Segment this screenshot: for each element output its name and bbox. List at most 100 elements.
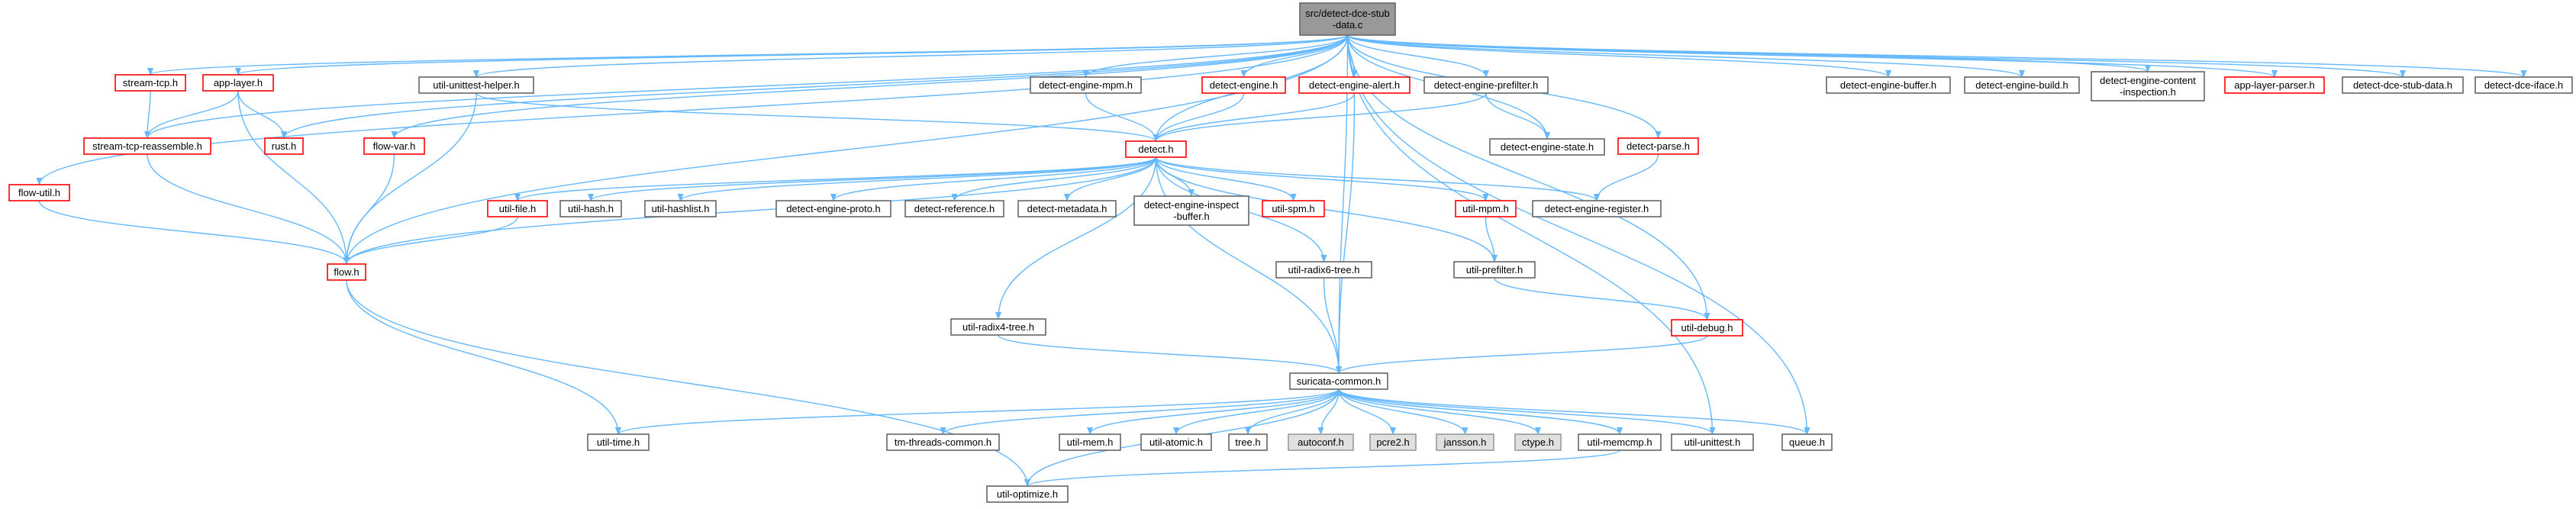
node-util-memcmp-h[interactable]: util-memcmp.h <box>1578 433 1662 451</box>
edge-detect_engine_alert_h-to-suricata_common_h <box>1336 92 1356 374</box>
node-util-time-h[interactable]: util-time.h <box>587 433 650 451</box>
node-label: detect-engine.h <box>1210 79 1278 91</box>
node-detect-engine-inspect-buffer-h[interactable]: detect-engine-inspect-buffer.h <box>1133 195 1249 226</box>
node-label: pcre2.h <box>1376 437 1409 448</box>
node-box <box>487 200 548 217</box>
node-util-unittest-helper-h[interactable]: util-unittest-helper.h <box>418 76 534 94</box>
node-label: util-optimize.h <box>997 488 1058 500</box>
node-util-prefilter-h[interactable]: util-prefilter.h <box>1453 261 1536 279</box>
node-box <box>1578 433 1662 451</box>
node-label: util-debug.h <box>1681 322 1733 333</box>
node-label: queue.h <box>1789 437 1825 448</box>
node-label: tree.h <box>1235 437 1260 448</box>
edge-suricata_common_h-to-util_time_h <box>615 388 1340 435</box>
node-box <box>644 200 717 217</box>
node-rust-h[interactable]: rust.h <box>264 137 304 155</box>
node-detect-engine-proto-h[interactable]: detect-engine-proto.h <box>775 200 891 217</box>
node-detect-engine-alert-h[interactable]: detect-engine-alert.h <box>1298 76 1411 94</box>
node-label: detect-engine-build.h <box>1975 79 2068 91</box>
node-box <box>904 200 1004 217</box>
node-pcre2-h[interactable]: pcre2.h <box>1369 433 1417 451</box>
edge-util_file_h-to-flow_h <box>343 216 518 265</box>
edge-suricata_common_h-to-util_unittest_h <box>1338 388 1716 435</box>
edge-detect_h-to-detect_engine_proto_h <box>830 156 1157 201</box>
node-util-spm-h[interactable]: util-spm.h <box>1262 200 1325 217</box>
edge-root-to-stream_tcp_h <box>147 34 1349 76</box>
node-label: app-layer.h <box>214 77 263 89</box>
node-label: flow-var.h <box>373 140 416 152</box>
node-detect-engine-content-inspection-h[interactable]: detect-engine-content-inspection.h <box>2091 71 2205 101</box>
node-detect-reference-h[interactable]: detect-reference.h <box>904 200 1004 217</box>
node-box <box>264 137 304 155</box>
node-tree-h[interactable]: tree.h <box>1228 433 1268 451</box>
node-box <box>1826 76 1951 94</box>
node-box <box>1030 76 1142 94</box>
node-detect-dce-stub-data-h[interactable]: detect-dce-stub-data.h <box>2342 76 2464 94</box>
node-box <box>1140 433 1212 451</box>
edge-root-to-detect_engine_build_h <box>1346 34 2025 78</box>
node-stream-tcp-h[interactable]: stream-tcp.h <box>114 74 186 92</box>
node-tm-threads-common-h[interactable]: tm-threads-common.h <box>886 433 1000 451</box>
node-detect-engine-mpm-h[interactable]: detect-engine-mpm.h <box>1030 76 1142 94</box>
node-label: tm-threads-common.h <box>895 437 991 448</box>
node-label: src/detect-dce-stub <box>1305 8 1390 19</box>
node-util-mem-h[interactable]: util-mem.h <box>1059 433 1121 451</box>
edge-suricata_common_h-to-tree_h <box>1245 388 1340 435</box>
edge-root-to-detect_engine_mpm_h <box>1082 34 1349 78</box>
node-util-radix6-tree-h[interactable]: util-radix6-tree.h <box>1275 261 1372 279</box>
node-label: flow.h <box>334 266 359 278</box>
edge-flow_util_h-to-flow_h <box>38 200 350 265</box>
node-label: detect-engine-buffer.h <box>1840 79 1936 91</box>
node-detect-engine-build-h[interactable]: detect-engine-build.h <box>1964 76 2080 94</box>
edge-detect_h-to-util_spm_h <box>1155 156 1297 201</box>
node-detect-engine-register-h[interactable]: detect-engine-register.h <box>1532 200 1662 217</box>
node-util-debug-h[interactable]: util-debug.h <box>1671 319 1743 337</box>
node-detect-parse-h[interactable]: detect-parse.h <box>1617 137 1699 155</box>
node-detect-engine-h[interactable]: detect-engine.h <box>1201 76 1286 94</box>
node-util-file-h[interactable]: util-file.h <box>487 200 548 217</box>
node-flow-util-h[interactable]: flow-util.h <box>8 184 70 201</box>
node-detect-dce-iface-h[interactable]: detect-dce-iface.h <box>2474 76 2573 94</box>
edge-util_debug_h-to-suricata_common_h <box>1336 335 1708 374</box>
node-util-hash-h[interactable]: util-hash.h <box>559 200 622 217</box>
node-label: util-memcmp.h <box>1587 437 1652 448</box>
node-box <box>363 137 425 155</box>
node-detect-engine-state-h[interactable]: detect-engine-state.h <box>1489 138 1605 156</box>
node-flow-h[interactable]: flow.h <box>327 263 366 281</box>
node-label: flow-util.h <box>18 187 60 198</box>
node-label: jansson.h <box>1443 437 1487 448</box>
node-detect-h[interactable]: detect.h <box>1125 140 1187 158</box>
node-label: util-spm.h <box>1272 203 1314 214</box>
node-box <box>1423 76 1549 94</box>
node-detect-engine-prefilter-h[interactable]: detect-engine-prefilter.h <box>1423 76 1549 94</box>
node-util-mpm-h[interactable]: util-mpm.h <box>1455 200 1517 217</box>
edge-detect_h-to-util_prefilter_h <box>1155 156 1498 263</box>
node-ctype-h[interactable]: ctype.h <box>1514 433 1562 451</box>
edge-suricata_common_h-to-tm_threads_common_h <box>940 388 1340 435</box>
node-detect-engine-buffer-h[interactable]: detect-engine-buffer.h <box>1826 76 1951 94</box>
edge-util_radix6_tree_h-to-suricata_common_h <box>1323 277 1342 374</box>
node-label: util-prefilter.h <box>1466 264 1523 275</box>
edge-detect_h-to-flow_h <box>343 156 1157 265</box>
node-detect-metadata-h[interactable]: detect-metadata.h <box>1017 200 1117 217</box>
node-label: util-unittest-helper.h <box>433 79 519 91</box>
edge-suricata_common_h-to-util_mem_h <box>1087 388 1340 435</box>
node-util-optimize-h[interactable]: util-optimize.h <box>986 485 1069 503</box>
node-label: detect-reference.h <box>914 203 995 214</box>
node-suricata-common-h[interactable]: suricata-common.h <box>1289 372 1388 390</box>
node-box <box>1298 76 1411 94</box>
node-jansson-h[interactable]: jansson.h <box>1436 433 1494 451</box>
node-util-radix4-tree-h[interactable]: util-radix4-tree.h <box>950 318 1046 336</box>
node-queue-h[interactable]: queue.h <box>1781 433 1833 451</box>
node-autoconf-h[interactable]: autoconf.h <box>1288 433 1354 451</box>
node-label: detect.h <box>1138 143 1173 155</box>
node-label: util-radix6-tree.h <box>1288 264 1360 275</box>
node-app-layer-parser-h[interactable]: app-layer-parser.h <box>2224 76 2325 94</box>
node-stream-tcp-reassemble-h[interactable]: stream-tcp-reassemble.h <box>83 137 211 155</box>
edge-util_prefilter_h-to-util_debug_h <box>1494 277 1710 321</box>
node-util-hashlist-h[interactable]: util-hashlist.h <box>644 200 717 217</box>
node-app-layer-h[interactable]: app-layer.h <box>202 74 274 92</box>
node-flow-var-h[interactable]: flow-var.h <box>363 137 425 155</box>
node-util-unittest-h[interactable]: util-unittest.h <box>1671 433 1754 451</box>
node-util-atomic-h[interactable]: util-atomic.h <box>1140 433 1212 451</box>
